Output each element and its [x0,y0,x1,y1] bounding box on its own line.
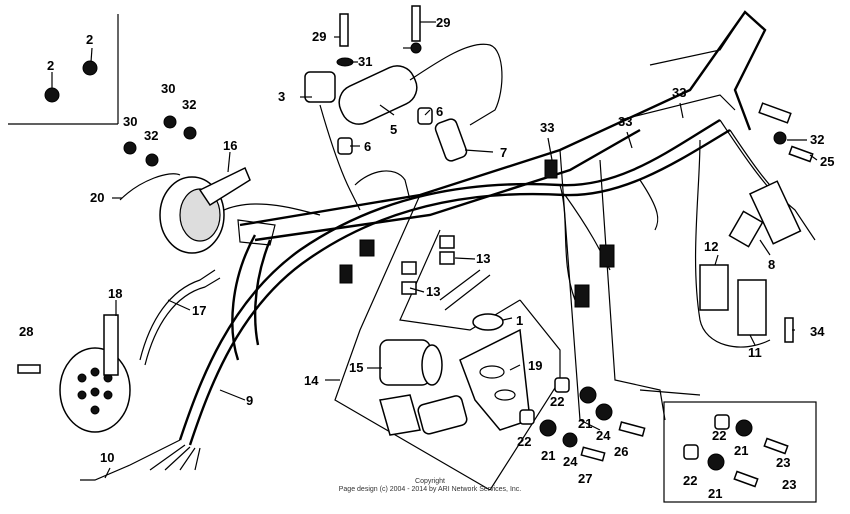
callout-6: 6 [436,104,443,119]
frame-body [231,10,767,491]
spark-plug-cap [434,118,468,162]
bracket [459,328,531,431]
callout-30: 30 [123,114,137,129]
wire-harness [80,118,816,481]
callout-21: 21 [708,486,722,501]
callout-32: 32 [182,97,196,112]
callout-6: 6 [364,139,371,154]
callout-21: 21 [541,448,555,463]
inset-frame-top-left [8,14,119,125]
callout-5: 5 [390,122,397,137]
callout-8: 8 [768,257,775,272]
callout-23: 23 [782,477,796,492]
callout-13: 13 [426,284,440,299]
fastener-hardware [17,5,814,488]
callout-18: 18 [108,286,122,301]
callout-14: 14 [304,373,319,388]
leader-lines [51,21,818,479]
callout-16: 16 [223,138,237,153]
callout-2: 2 [86,32,93,47]
callout-29: 29 [436,15,450,30]
callout-22: 22 [683,473,697,488]
copyright-text: Page design (c) 2004 - 2014 by ARI Netwo… [338,486,522,493]
callout-23: 23 [776,455,790,470]
callout-24: 24 [563,454,578,469]
callout-22: 22 [712,428,726,443]
callout-31: 31 [358,54,372,69]
callout-32: 32 [144,128,158,143]
ignition-switch [379,339,468,436]
callout-33: 33 [540,120,554,135]
callout-10: 10 [100,450,114,465]
callout-30: 30 [161,81,175,96]
callout-11: 11 [748,345,762,360]
callout-33: 33 [672,85,686,100]
horn-upper [119,166,251,254]
regulator-rectifier [699,180,802,336]
copyright-notice: Copyright Page design (c) 2004 - 2014 by… [300,478,560,494]
callout-22: 22 [517,434,531,449]
callout-22: 22 [550,394,564,409]
callout-34: 34 [810,324,825,339]
callout-19: 19 [528,358,542,373]
callout-20: 20 [90,190,104,205]
grommet [472,313,504,331]
callout-3: 3 [278,89,285,104]
horn-lower [59,314,131,433]
ignition-coil [304,43,503,211]
callout-15: 15 [349,360,363,375]
callout-1: 1 [516,313,523,328]
callout-21: 21 [734,443,748,458]
harness-connectors [339,159,794,343]
callout-24: 24 [596,428,611,443]
callout-12: 12 [704,239,718,254]
callout-labels: 1 2 2 3 5 6 6 7 8 9 10 11 12 13 13 14 15… [19,15,834,501]
inset-frame-bottom-right [663,401,817,503]
callout-32: 32 [810,132,824,147]
callout-28: 28 [19,324,33,339]
callout-26: 26 [614,444,628,459]
callout-25: 25 [820,154,834,169]
copyright-title: Copyright [415,478,445,485]
callout-21: 21 [578,416,592,431]
callout-33: 33 [618,114,632,129]
callout-27: 27 [578,471,592,486]
callout-17: 17 [192,303,206,318]
callout-7: 7 [500,145,507,160]
callout-2: 2 [47,58,54,73]
callout-9: 9 [246,393,253,408]
callout-13: 13 [476,251,490,266]
callout-29: 29 [312,29,326,44]
